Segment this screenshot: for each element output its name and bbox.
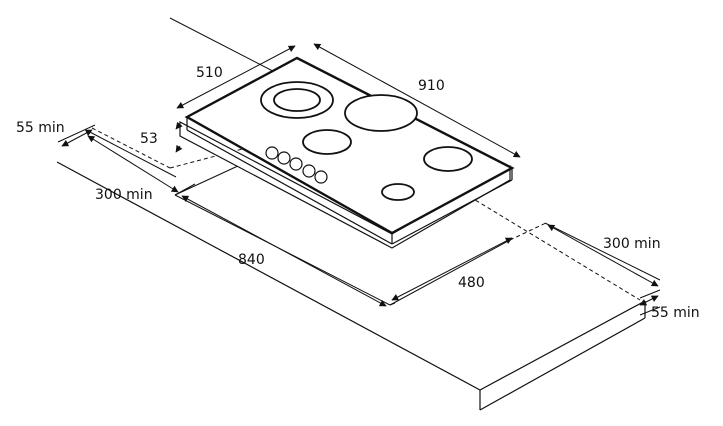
worktop-right-edge bbox=[479, 300, 646, 391]
burner-small bbox=[302, 129, 352, 155]
dimension-lines bbox=[61, 43, 659, 307]
burner-large-inner bbox=[273, 88, 321, 112]
hob bbox=[179, 56, 515, 249]
ext-line bbox=[85, 129, 177, 178]
dim-line-510 bbox=[176, 45, 296, 109]
ext-line bbox=[389, 302, 396, 306]
dim-line-55-left bbox=[61, 129, 93, 147]
label-cutout-width: 840 bbox=[238, 252, 265, 268]
cutout-left-edge bbox=[174, 164, 241, 196]
label-rear-left: 300 min bbox=[95, 187, 153, 203]
dim-line-55-right bbox=[639, 295, 659, 306]
dim-line-480 bbox=[391, 237, 513, 301]
knob-icon bbox=[265, 146, 279, 160]
knob-icon bbox=[289, 157, 303, 171]
label-clearance-right: 55 min bbox=[651, 305, 700, 321]
label-cutout-depth: 480 bbox=[458, 275, 485, 291]
ext-line bbox=[639, 306, 661, 316]
label-rear-right: 300 min bbox=[603, 236, 661, 252]
burner-right bbox=[423, 146, 473, 172]
hob-bottom-right-edge bbox=[391, 179, 513, 245]
cutout-right-edge bbox=[389, 239, 511, 306]
label-clearance-left: 55 min bbox=[16, 120, 65, 136]
burner-medium bbox=[344, 94, 418, 132]
label-hob-height: 53 bbox=[140, 131, 158, 147]
knob-icon bbox=[277, 151, 291, 165]
dim-line-300-left bbox=[87, 135, 179, 193]
burner-front bbox=[381, 183, 415, 201]
knob-icon bbox=[302, 164, 316, 178]
dim-line-53-bottom bbox=[175, 144, 183, 153]
rear-dashed-line bbox=[91, 127, 171, 169]
label-hob-depth: 510 bbox=[196, 65, 223, 81]
label-hob-width: 910 bbox=[418, 78, 445, 94]
dim-line-910 bbox=[313, 43, 521, 158]
dim-line-53-top bbox=[175, 121, 183, 130]
side-dashed-line bbox=[509, 221, 549, 241]
knob-icon bbox=[314, 170, 328, 184]
ext-line bbox=[174, 183, 196, 196]
dim-line-300-right bbox=[547, 224, 659, 287]
dim-line-840 bbox=[181, 195, 387, 307]
worktop-bottom-right bbox=[479, 317, 646, 411]
